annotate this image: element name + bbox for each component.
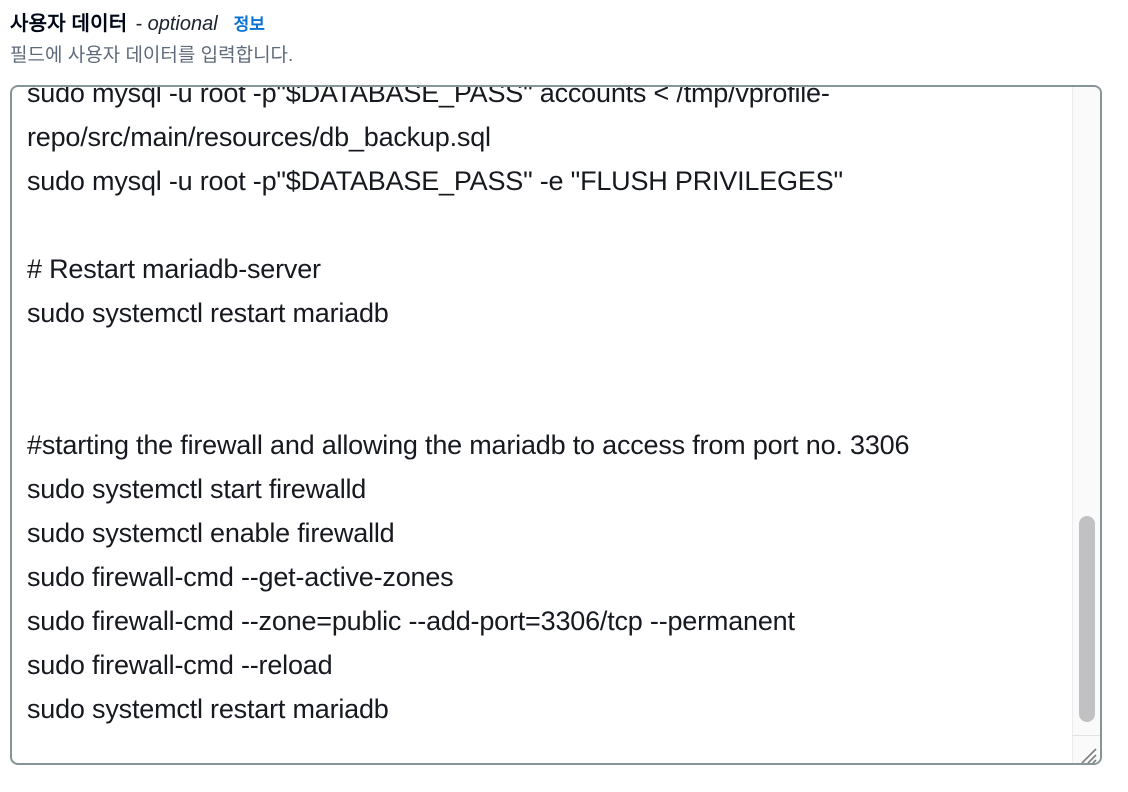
field-description: 필드에 사용자 데이터를 입력합니다. [10, 45, 294, 66]
scrollbar-corner [1072, 735, 1100, 765]
textarea-line: sudo mysql -u root -p"$DATABASE_PASS" ac… [27, 85, 830, 108]
textarea-line: sudo mysql -u root -p"$DATABASE_PASS" -e… [27, 166, 843, 196]
scrollbar-thumb[interactable] [1079, 516, 1095, 722]
textarea-content: sudo mysql -u root -p"$DATABASE_PASS" ac… [27, 85, 1068, 731]
textarea-line: sudo firewall-cmd --reload [27, 650, 333, 680]
info-link[interactable]: 정보 [233, 15, 265, 34]
textarea-line [27, 335, 1068, 379]
textarea-line: # Restart mariadb-server [27, 254, 321, 284]
textarea-line: sudo systemctl enable firewalld [27, 518, 395, 548]
textarea-line: repo/src/main/resources/db_backup.sql [27, 122, 491, 152]
textarea-line: sudo firewall-cmd --get-active-zones [27, 562, 454, 592]
textarea-line [27, 203, 1068, 247]
textarea-line: sudo systemctl start firewalld [27, 474, 367, 504]
textarea-line: sudo firewall-cmd --zone=public --add-po… [27, 606, 795, 636]
field-label: 사용자 데이터 [10, 13, 128, 35]
textarea-line [27, 379, 1068, 423]
field-label-row: 사용자 데이터 - optional 정보 [10, 7, 265, 36]
scrollbar-track[interactable] [1072, 87, 1100, 735]
resize-handle-icon[interactable] [1078, 745, 1098, 765]
optional-indicator: - optional [135, 13, 218, 35]
user-data-textarea[interactable]: sudo mysql -u root -p"$DATABASE_PASS" ac… [10, 85, 1102, 765]
textarea-line: #starting the firewall and allowing the … [27, 430, 910, 460]
textarea-line: sudo systemctl restart mariadb [27, 298, 389, 328]
textarea-line: sudo systemctl restart mariadb [27, 694, 389, 724]
